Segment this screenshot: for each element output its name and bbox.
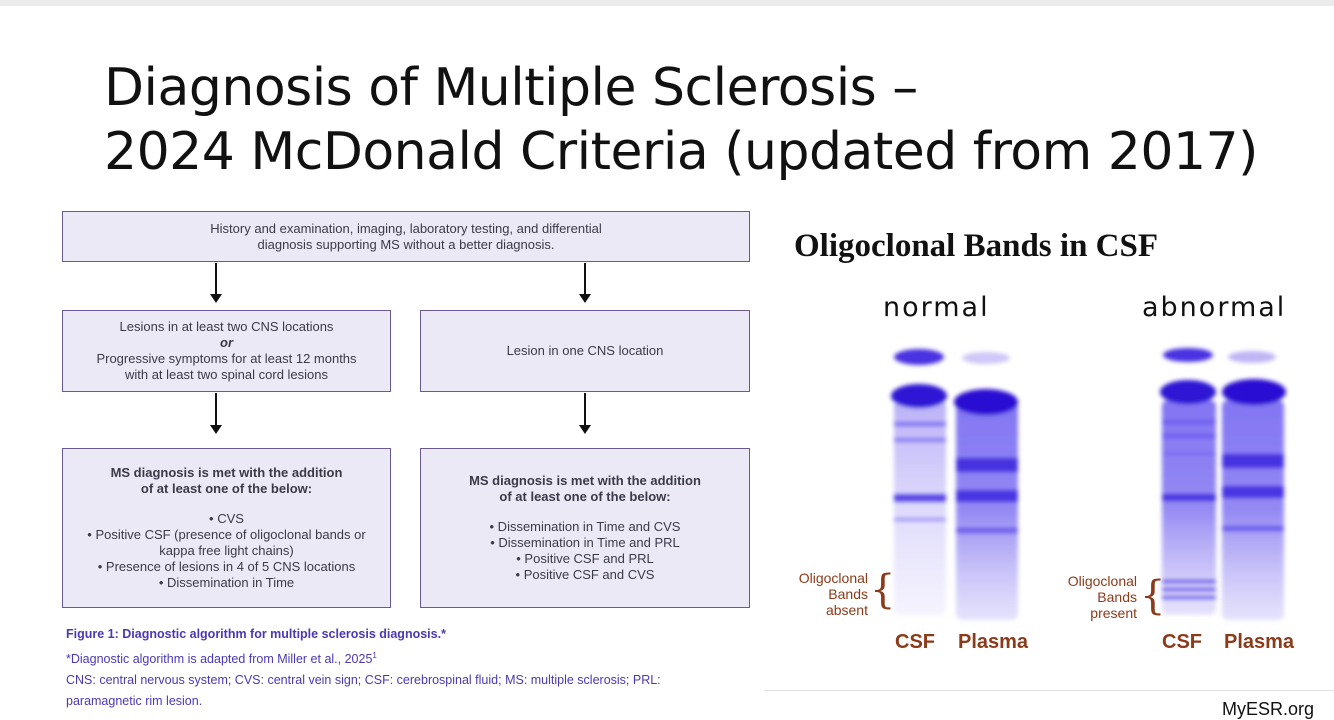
normal-label: normal: [883, 292, 990, 323]
absent-note-line: Oligoclonal: [798, 570, 868, 586]
gel-title: Oligoclonal Bands in CSF: [794, 228, 1159, 264]
figure-caption-abbrev-1: CNS: central nervous system; CVS: centra…: [66, 673, 661, 688]
top-box-line-1: History and examination, imaging, labora…: [210, 220, 602, 236]
left-box-line-1: Lesions in at least two CNS locations: [119, 319, 334, 334]
right-result-list: • Dissemination in Time and CVS • Dissem…: [490, 519, 681, 583]
absent-note-line: Bands: [828, 586, 868, 602]
left-result-item: • Dissemination in Time: [158, 575, 295, 590]
present-note-line: Bands: [1097, 589, 1137, 605]
bands-present-note: Oligoclonal Bands present: [1055, 573, 1137, 621]
flow-left-box: Lesions in at least two CNS locations or…: [62, 310, 391, 392]
left-box-line-2: Progressive symptoms for at least 12 mon…: [96, 351, 357, 366]
normal-plasma-label: Plasma: [958, 631, 1029, 653]
slide-title: Diagnosis of Multiple Sclerosis – 2024 M…: [104, 56, 1258, 184]
normal-csf-lane: [891, 349, 947, 615]
absent-note-line: absent: [825, 602, 868, 618]
arrow-top-right: [579, 263, 591, 303]
abnormal-csf-label: CSF: [1162, 631, 1202, 653]
absent-brace: {: [870, 567, 896, 613]
right-result-item: • Dissemination in Time and PRL: [490, 535, 680, 550]
normal-plasma-lane: [954, 352, 1018, 620]
present-note-line: Oligoclonal: [1067, 573, 1137, 589]
arrow-top-left: [210, 263, 222, 303]
right-box-line-1: Lesion in one CNS location: [506, 343, 664, 358]
left-result-list: • CVS • Positive CSF (presence of oligoc…: [87, 511, 365, 591]
left-box-line-3: with at least two spinal cord lesions: [124, 367, 329, 382]
arrow-mid-left: [210, 393, 222, 434]
right-result-item: • Positive CSF and CVS: [515, 567, 655, 582]
flow-right-result-box: MS diagnosis is met with the addition of…: [420, 448, 750, 608]
figure-caption-abbrev-2: paramagnetic rim lesion.: [66, 694, 203, 709]
abnormal-csf-lane: [1160, 348, 1216, 615]
present-brace: {: [1140, 573, 1166, 619]
left-result-heading-1: MS diagnosis is met with the addition: [110, 465, 343, 480]
flow-right-box: Lesion in one CNS location: [420, 310, 750, 392]
right-result-heading-1: MS diagnosis is met with the addition: [469, 473, 701, 488]
figure-caption-title: Figure 1: Diagnostic algorithm for multi…: [66, 627, 446, 641]
figure-caption-note-text: *Diagnostic algorithm is adapted from Mi…: [66, 652, 373, 667]
abnormal-plasma-lane: [1222, 351, 1286, 620]
left-result-item: • Presence of lesions in 4 of 5 CNS loca…: [97, 559, 356, 574]
right-result-item: • Positive CSF and PRL: [516, 551, 654, 566]
figure-caption: Figure 1: Diagnostic algorithm for multi…: [66, 624, 661, 712]
top-box-line-2: diagnosis supporting MS without a better…: [257, 236, 555, 252]
flow-top-box: History and examination, imaging, labora…: [62, 211, 750, 262]
abnormal-plasma-label: Plasma: [1224, 631, 1295, 653]
figure-caption-note: *Diagnostic algorithm is adapted from Mi…: [66, 645, 661, 670]
title-line-2: 2024 McDonald Criteria (updated from 201…: [104, 122, 1258, 182]
right-result-heading-2: of at least one of the below:: [499, 489, 671, 504]
bands-absent-note: Oligoclonal Bands absent: [786, 570, 868, 618]
figure-caption-note-sup: 1: [372, 651, 377, 660]
left-result-heading-2: of at least one of the below:: [140, 481, 313, 496]
present-note-line: present: [1090, 605, 1137, 621]
normal-csf-label: CSF: [895, 631, 935, 653]
arrow-mid-right: [579, 393, 591, 434]
gel-lanes-illustration: [891, 348, 1286, 620]
left-result-item: kappa free light chains): [159, 543, 294, 558]
left-result-item: • CVS: [209, 511, 244, 526]
abnormal-label: abnormal: [1142, 292, 1287, 323]
top-bar: [0, 0, 1334, 6]
left-result-item: • Positive CSF (presence of oligoclonal …: [87, 527, 366, 542]
right-result-item: • Dissemination in Time and CVS: [489, 519, 681, 534]
left-box-or: or: [220, 335, 233, 350]
flow-left-result-box: MS diagnosis is met with the addition of…: [62, 448, 391, 608]
site-footer: MyESR.org: [1222, 699, 1315, 719]
title-line-1: Diagnosis of Multiple Sclerosis –: [104, 58, 918, 118]
